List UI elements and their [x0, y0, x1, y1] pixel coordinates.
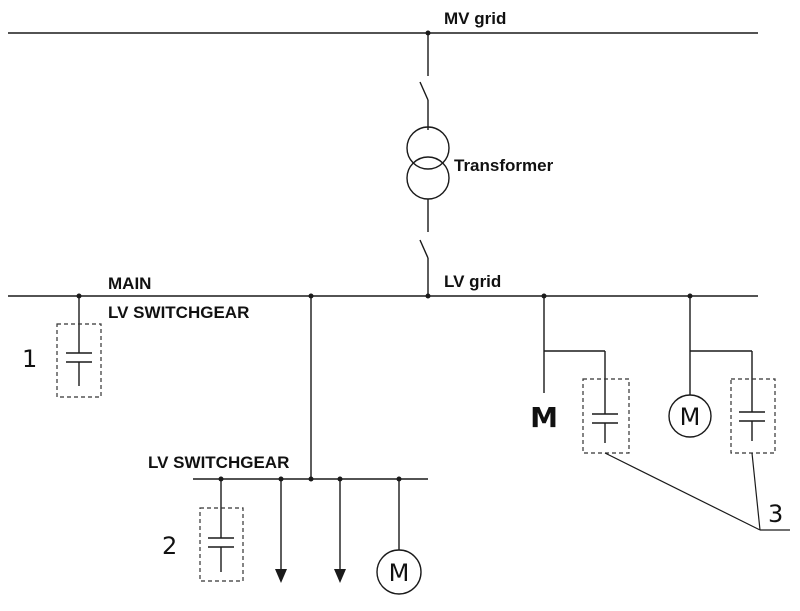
mv-grid-label: MV grid — [444, 9, 506, 28]
load-arrow-1 — [275, 479, 287, 583]
main-switchgear-label-line1: MAIN — [108, 274, 151, 293]
capacitor-1 — [56, 296, 102, 398]
lv-grid-label: LV grid — [444, 272, 501, 291]
item-3-leaders — [604, 452, 790, 531]
motor-symbol-label-2: M — [389, 559, 410, 587]
load-arrow-2 — [334, 479, 346, 583]
branch-motor-right — [668, 296, 776, 454]
motor-symbol-label-1: M — [680, 403, 701, 431]
item-1-label: 1 — [22, 345, 37, 373]
capacitor-2 — [199, 479, 244, 582]
transformer-symbol — [406, 126, 450, 232]
main-switchgear-label-line2: LV SWITCHGEAR — [108, 303, 249, 322]
item-2-label: 2 — [162, 532, 177, 560]
transformer-label: Transformer — [454, 156, 554, 175]
motor-sub-switchgear — [376, 479, 422, 595]
item-3-label: 3 — [768, 500, 783, 528]
sub-switchgear-label: LV SWITCHGEAR — [148, 453, 289, 472]
mv-grid-bus — [8, 30, 758, 36]
sub-lv-switchgear-bus — [193, 476, 428, 482]
lv-disconnect-switch — [419, 239, 429, 296]
mv-disconnect-switch — [419, 33, 429, 130]
lv-grid-bus — [8, 293, 758, 299]
motor-bold-label: M — [530, 401, 558, 434]
